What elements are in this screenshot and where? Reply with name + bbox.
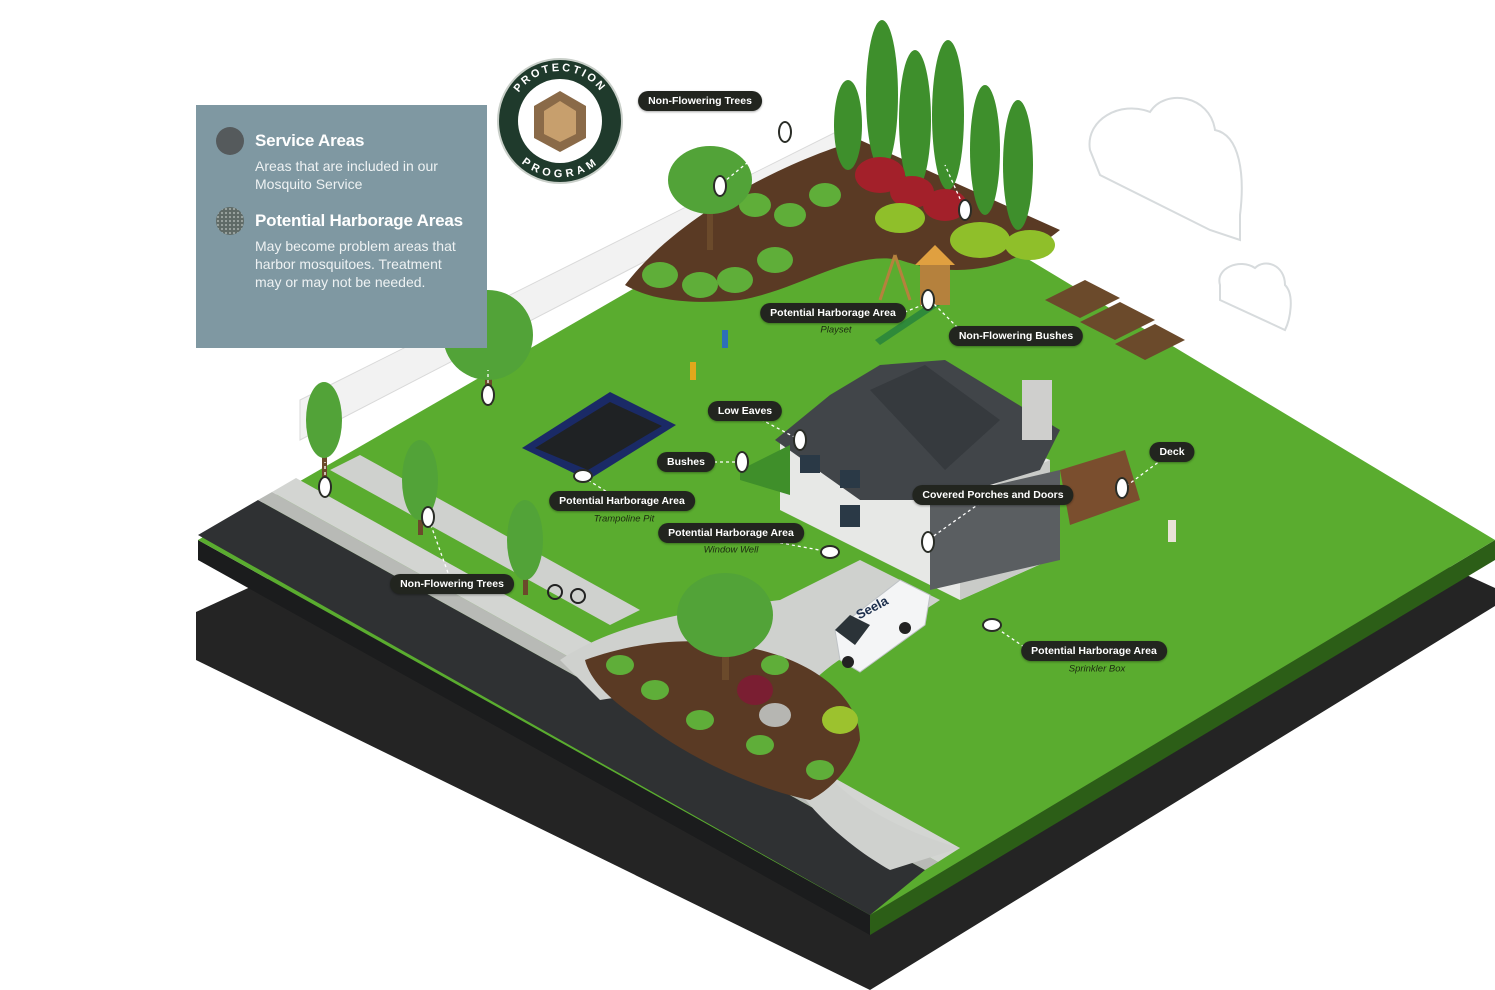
callout-bushes[interactable]: Bushes [657,452,715,472]
cypress-trees [834,20,1033,230]
legend-item-service-areas: Service Areas [216,127,467,155]
callout-covered-porches[interactable]: Covered Porches and Doors [912,485,1074,505]
callout-deck[interactable]: Deck [1149,442,1195,462]
callout-non-flowering-trees-front[interactable]: Non-Flowering Trees [390,574,514,594]
callout-harborage-window-well[interactable]: Potential Harborage Area [658,523,804,543]
callout-non-flowering-trees-back[interactable]: Non-Flowering Trees [638,91,762,111]
marker-covered-porches[interactable] [921,531,935,553]
callout-harborage-playset[interactable]: Potential Harborage Area [760,303,906,323]
marker-deck[interactable] [1115,477,1129,499]
marker-non-flowering-trees-back[interactable] [778,121,792,143]
people [690,330,1176,542]
clouds [1088,96,1292,332]
front-tree [677,573,773,657]
legend-description: Areas that are included in our Mosquito … [255,158,438,192]
road-side [198,540,870,935]
house [775,360,1060,600]
protection-program-badge: PROTECTION PROGRAM [497,58,623,184]
ground-side [870,540,1495,935]
marker-tree-corner[interactable] [318,476,332,498]
legend-title: Potential Harborage Areas [255,211,463,230]
marker-non-flowering-bushes[interactable] [958,199,972,221]
solid-circle-icon [216,127,244,155]
marker-sprinkler-box[interactable] [982,618,1002,632]
callout-sub-sprinkler: Sprinkler Box [1068,663,1126,675]
callout-harborage-trampoline[interactable]: Potential Harborage Area [549,491,695,511]
flowering-bushes [875,203,1055,260]
legend-title: Service Areas [255,131,365,150]
marker-non-flowering-trees-back-2[interactable] [713,175,727,197]
callout-sub-window-well: Window Well [703,544,759,556]
legend-item-harborage-areas: Potential Harborage Areas [216,207,467,235]
marker-low-eaves[interactable] [793,429,807,451]
marker-window-well[interactable] [820,545,840,559]
raised-garden-beds [1045,280,1185,360]
garden-bushes [642,183,841,298]
marker-trampoline[interactable] [573,469,593,483]
callout-non-flowering-bushes[interactable]: Non-Flowering Bushes [948,326,1084,346]
service-van [834,579,931,673]
callout-low-eaves[interactable]: Low Eaves [707,401,783,421]
front-red-bush [737,675,773,705]
marker-bushes[interactable] [735,451,749,473]
legend-panel: Service Areas Areas that are included in… [196,105,487,348]
boulder [759,703,791,727]
callout-sub-trampoline: Trampoline Pit [593,513,655,525]
deck [1060,450,1140,525]
bicycle-wheel [547,584,563,600]
callout-sub-playset: Playset [820,324,852,336]
hedge [740,445,790,495]
dotted-circle-icon [216,207,244,235]
callout-harborage-sprinkler[interactable]: Potential Harborage Area [1021,641,1167,661]
red-bushes [855,157,967,221]
front-bushes [606,655,858,780]
marker-tree-side[interactable] [481,384,495,406]
marker-playset[interactable] [921,289,935,311]
legend-description: May become problem areas that harbor mos… [255,238,456,290]
marker-non-flowering-trees-front[interactable] [421,506,435,528]
road [198,500,925,915]
